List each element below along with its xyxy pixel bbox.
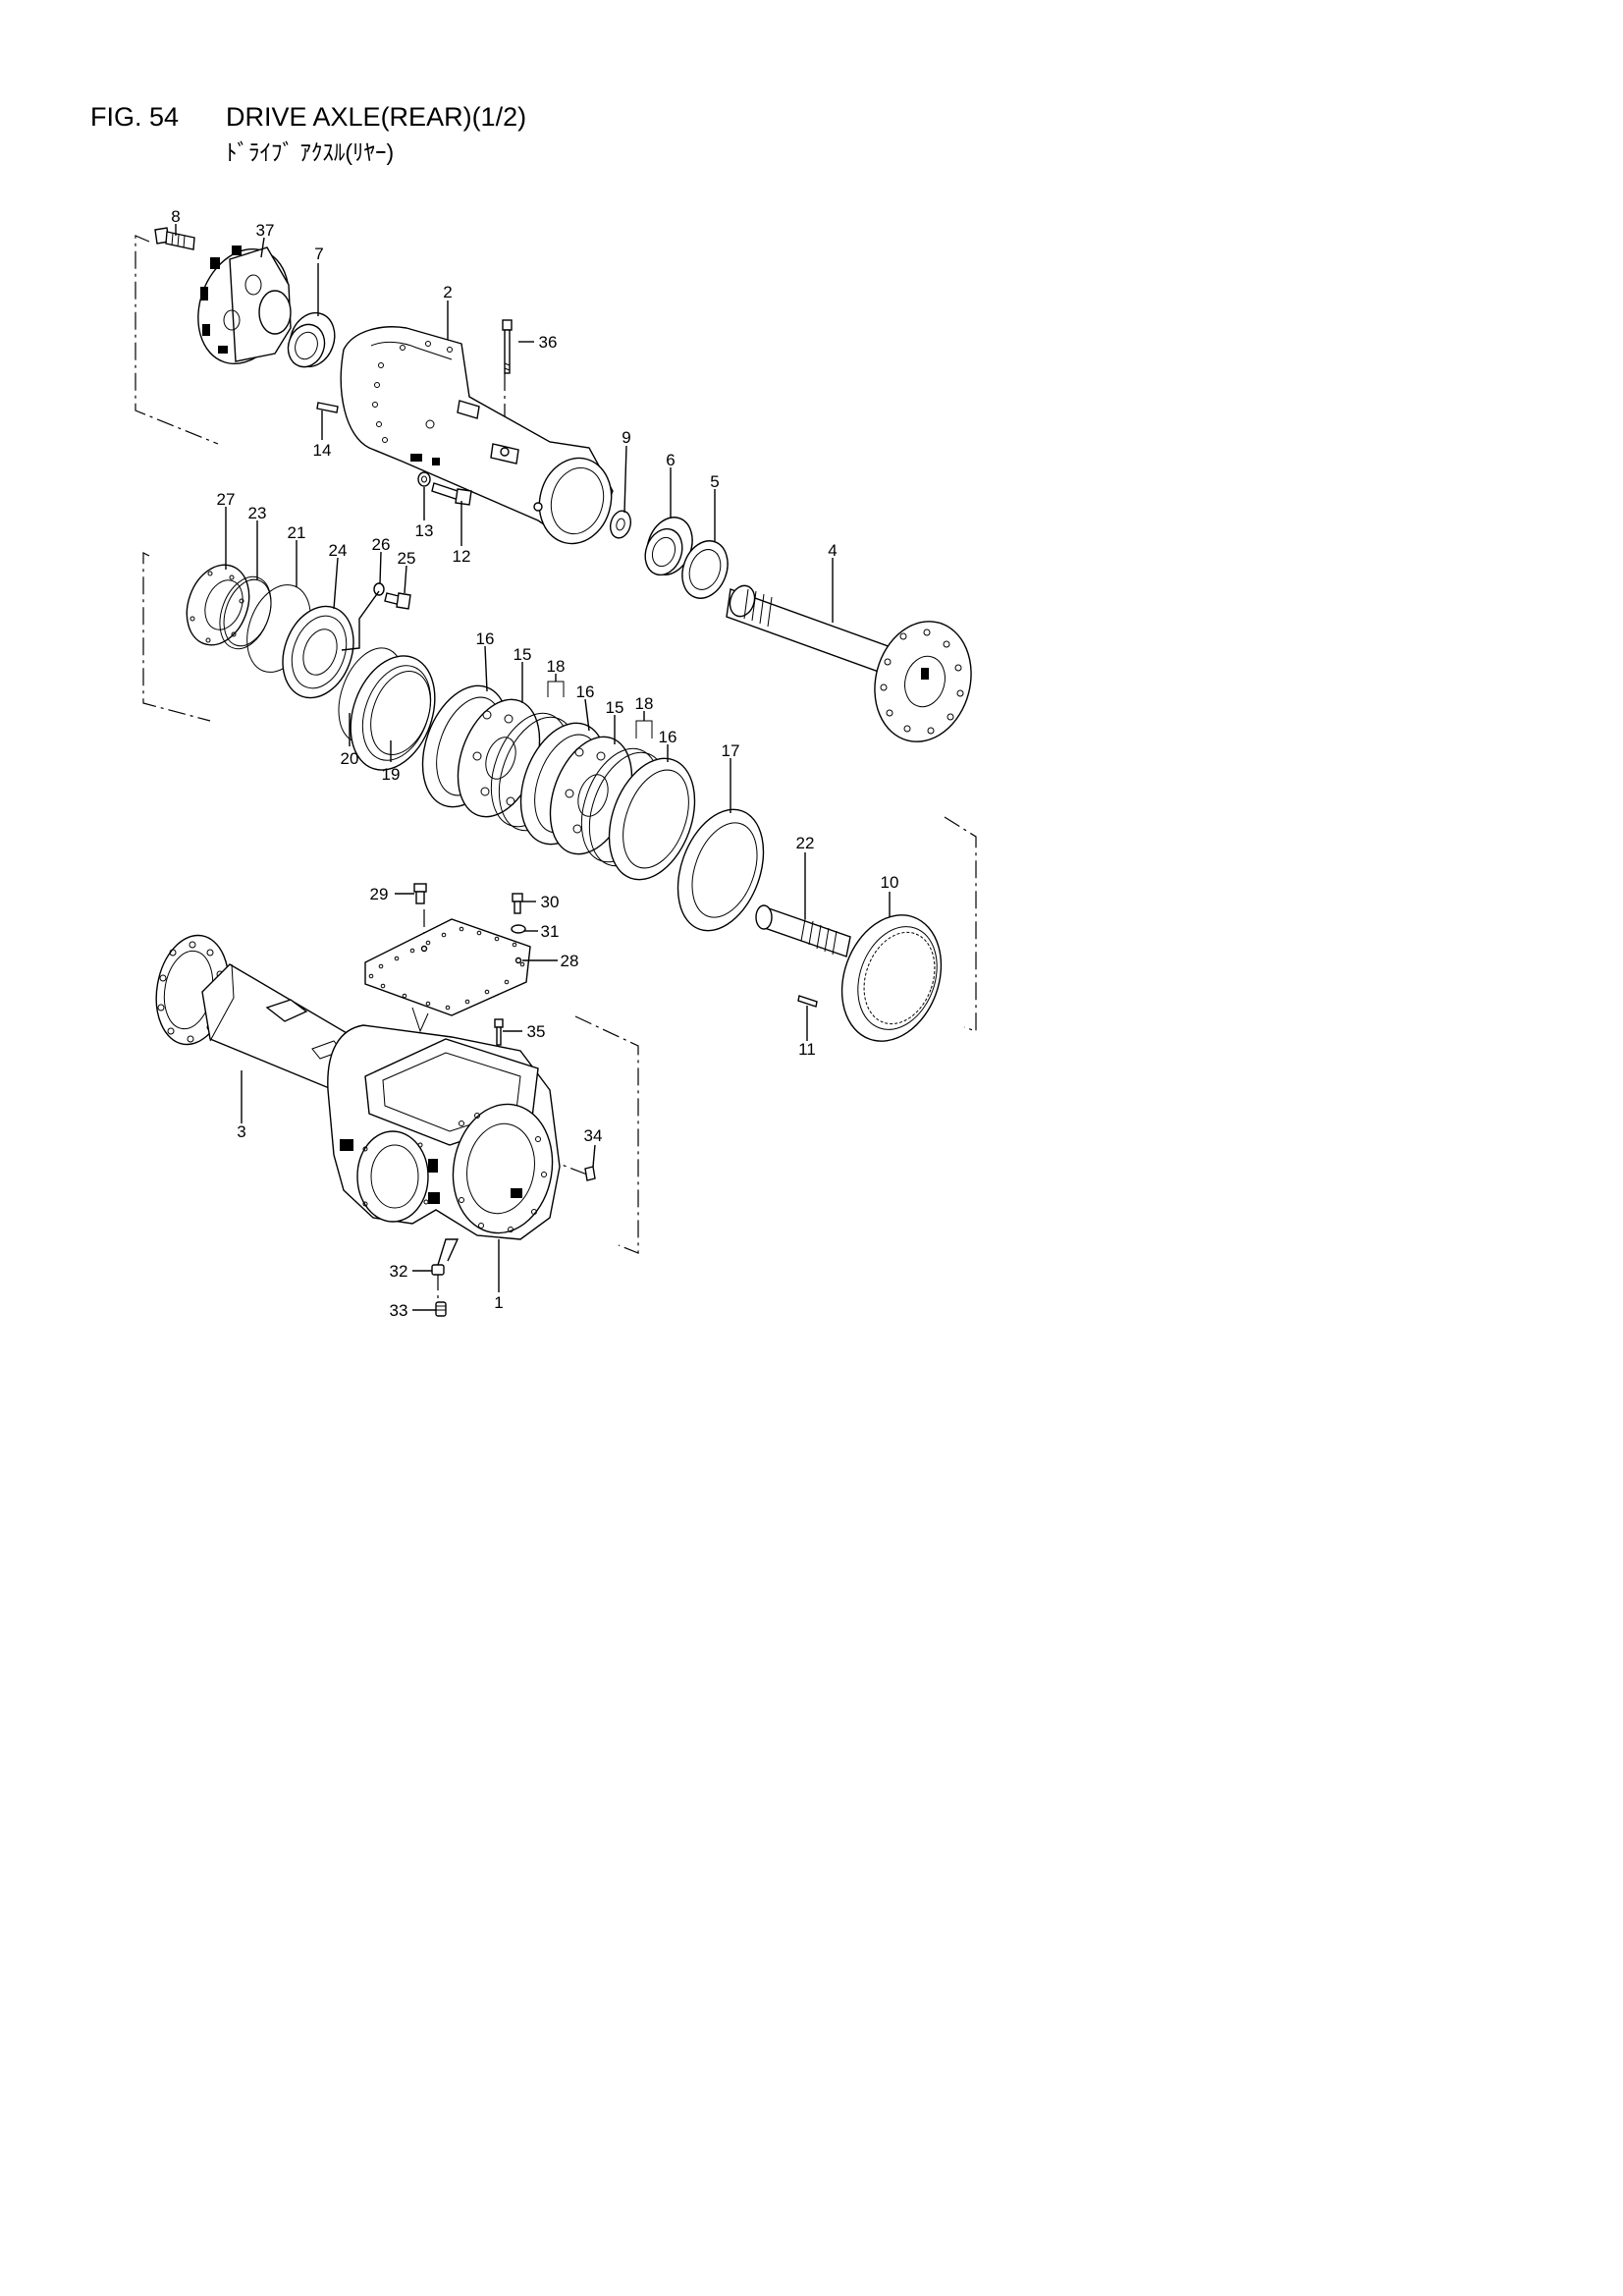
part-11-pin: [797, 995, 818, 1008]
callout-28: 28: [561, 952, 579, 970]
callout-18-a: 18: [547, 657, 566, 676]
part-12-bolt: [431, 482, 472, 506]
part-32-plug: [431, 1264, 445, 1276]
callout-27: 27: [217, 490, 236, 509]
callout-17: 17: [722, 741, 740, 760]
callout-32: 32: [390, 1262, 408, 1281]
callout-3: 3: [237, 1122, 245, 1141]
callout-23: 23: [248, 504, 267, 522]
part-34-plug: [584, 1166, 596, 1181]
part-6-bearing: [644, 517, 693, 576]
callout-2: 2: [443, 283, 452, 301]
callout-22: 22: [796, 834, 815, 852]
part-2-axle-housing: [340, 326, 614, 545]
callout-33: 33: [390, 1301, 408, 1320]
callout-31: 31: [541, 922, 560, 941]
callout-15-b: 15: [606, 698, 624, 717]
part-17-retainer-ring: [676, 808, 765, 932]
callout-12: 12: [453, 547, 471, 566]
callout-5: 5: [710, 472, 719, 491]
part-28-cover-plate: [364, 918, 531, 1033]
callout-25: 25: [398, 549, 416, 568]
part-14-pin: [316, 402, 339, 413]
exploded-parts-diagram: 8 37 7 2 36 14 9 6 5 13 12 4 27 23 21 26…: [135, 207, 977, 1320]
callout-37: 37: [256, 221, 275, 240]
part-10-ring-gear: [840, 914, 943, 1042]
callout-21: 21: [288, 523, 306, 542]
part-33-plug: [435, 1301, 447, 1317]
figure-title-japanese: ﾄﾞﾗｲﾌﾞ ｱｸｽﾙ(ﾘﾔｰ): [226, 139, 395, 165]
callout-1: 1: [494, 1293, 503, 1312]
part-36-long-bolt: [502, 319, 513, 374]
leader-lines: [175, 224, 891, 1311]
callout-7: 7: [314, 245, 323, 263]
part-1-carrier-housing: [327, 1024, 561, 1240]
figure-title: DRIVE AXLE(REAR)(1/2): [226, 102, 527, 132]
part-31-washer: [511, 924, 526, 934]
callout-4: 4: [828, 541, 837, 560]
part-9-thrust-washer: [609, 510, 632, 539]
callout-18-b: 18: [635, 694, 654, 713]
callout-34: 34: [584, 1126, 603, 1145]
callout-13: 13: [415, 521, 434, 540]
callout-24: 24: [329, 541, 348, 560]
part-37-planetary-carrier: [197, 246, 292, 365]
part-16-separator-plate-3: [608, 757, 696, 881]
part-3-axle-housing-tube: [155, 934, 354, 1091]
callout-16-b: 16: [576, 683, 595, 701]
figure-number: FIG. 54: [90, 102, 180, 132]
callout-19: 19: [382, 765, 401, 784]
part-35-breather: [494, 1018, 504, 1046]
part-30-bolt: [512, 893, 523, 914]
part-26-washer: [373, 582, 385, 596]
part-13-washer: [417, 471, 431, 487]
callout-8: 8: [171, 207, 180, 226]
part-23-snap-ring: [219, 575, 272, 650]
callout-35: 35: [527, 1022, 546, 1041]
part-7-bearing: [287, 311, 336, 368]
part-29-plug: [413, 883, 427, 904]
callout-9: 9: [622, 428, 630, 447]
part-24-piston: [282, 605, 354, 699]
callout-labels: 8 37 7 2 36 14 9 6 5 13 12 4 27 23 21 26…: [171, 207, 898, 1320]
callout-16-c: 16: [659, 728, 677, 746]
callout-36: 36: [539, 333, 558, 352]
callout-29: 29: [370, 885, 389, 903]
callout-6: 6: [666, 451, 675, 469]
part-15-friction-disc-1: [457, 698, 541, 818]
callout-30: 30: [541, 893, 560, 911]
part-8-bolt: [154, 227, 195, 250]
part-19-brake-housing: [350, 655, 436, 771]
part-4-axle-shaft: [726, 584, 972, 742]
callout-20: 20: [341, 749, 359, 768]
callout-10: 10: [881, 873, 899, 892]
callout-15-a: 15: [514, 645, 532, 664]
part-22-sun-gear-shaft: [755, 904, 851, 957]
callout-26: 26: [372, 535, 391, 554]
callout-16-a: 16: [476, 629, 495, 648]
part-27-plate: [186, 564, 250, 646]
part-25-bolt: [384, 592, 411, 610]
callout-14: 14: [313, 441, 332, 460]
callout-11: 11: [798, 1040, 816, 1059]
